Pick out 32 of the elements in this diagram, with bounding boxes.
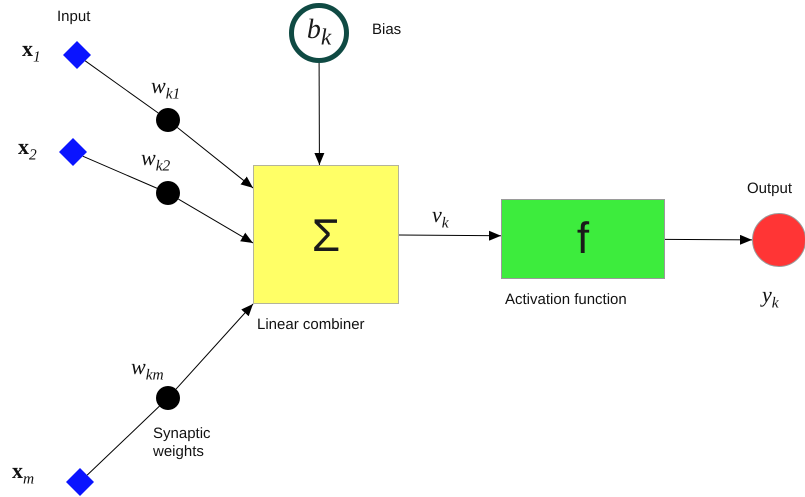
node-caption: Activation function	[505, 291, 627, 309]
activation-box	[501, 199, 665, 279]
input-diamond	[66, 468, 94, 496]
math-label: y$_{k}$	[762, 282, 779, 313]
function-symbol: f	[576, 217, 590, 261]
input-diamond	[63, 41, 91, 69]
sum-symbol: Σ	[312, 212, 340, 258]
arrow	[398, 230, 502, 241]
math-label: w$_{k1}$	[151, 73, 180, 104]
arrow	[314, 62, 324, 166]
bias-symbol: b$_{k}$	[306, 16, 332, 50]
weight-node	[156, 386, 180, 410]
arrow	[176, 304, 254, 390]
weight-node	[156, 181, 180, 205]
input-diamond	[59, 138, 87, 166]
math-label: x$_{2}$	[18, 134, 37, 165]
annotation-label: Input	[57, 8, 90, 26]
node-caption: Linear combiner	[257, 316, 365, 334]
math-label: w$_{km}$	[131, 354, 164, 385]
arrow	[664, 234, 752, 245]
annotation-label: Synaptic weights	[153, 425, 212, 461]
summation-box	[253, 165, 399, 304]
math-label: x$_{m}$	[12, 458, 34, 489]
arrow	[178, 198, 254, 244]
edge-label: v$_{k}$	[432, 202, 449, 233]
math-label: w$_{k2}$	[141, 145, 170, 176]
arrow	[176, 127, 254, 188]
math-label: x$_{1}$	[22, 36, 41, 67]
node-caption: Bias	[372, 21, 402, 39]
node-caption: Output	[747, 180, 792, 198]
output-node	[752, 213, 805, 267]
weight-node	[156, 108, 180, 132]
